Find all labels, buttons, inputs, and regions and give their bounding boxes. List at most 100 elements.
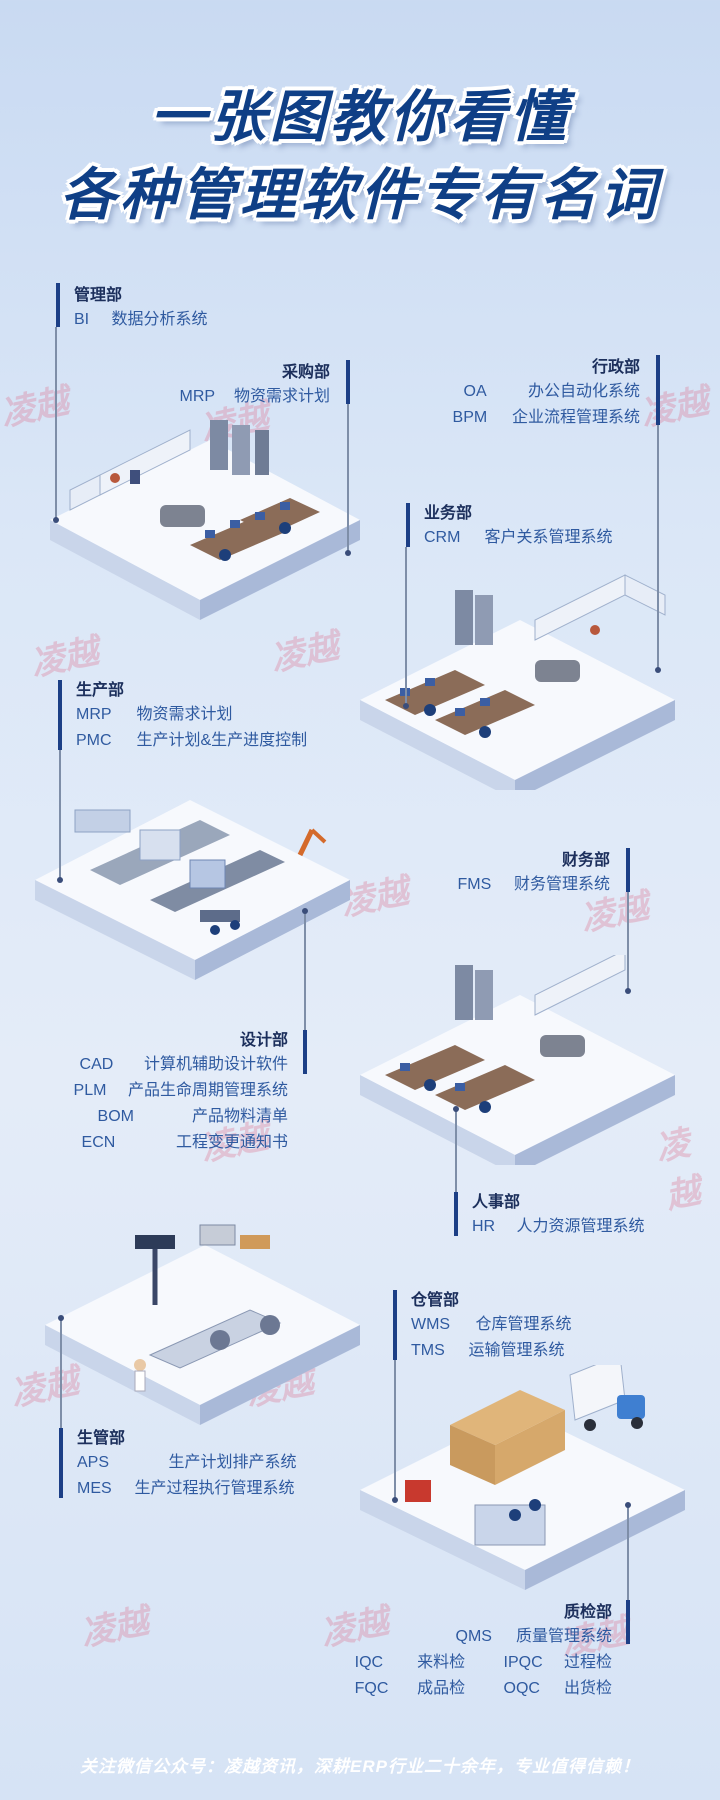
page-title-line-1: 一张图教你看懂: [150, 85, 570, 150]
dept-name: 采购部: [281, 364, 330, 381]
system-abbr: OQC: [503, 1680, 540, 1697]
dept-name: 生管部: [77, 1430, 126, 1447]
system-desc: 生产计划排产系统: [168, 1454, 297, 1471]
system-abbr: WMS: [411, 1316, 451, 1333]
connector-dot: [53, 517, 59, 523]
system-item: APS 生产计划排产系统: [77, 1450, 296, 1476]
dept-name: 设计部: [239, 1032, 288, 1049]
system-item: ECN 工程变更通知书: [40, 1130, 288, 1156]
system-item: PMC 生产计划&生产进度控制: [76, 728, 307, 754]
dept-name: 行政部: [591, 359, 640, 376]
dept-shengchan: 生产部 MRP 物资需求计划 PMC 生产计划&生产进度控制: [76, 680, 307, 754]
accent-bar: [393, 1290, 397, 1360]
system-item: BOM 产品物料清单: [40, 1104, 288, 1130]
connector-line: [394, 1360, 396, 1500]
system-abbr: OA: [463, 383, 487, 400]
system-item: FQC 成品检 OQC 出货检: [340, 1676, 612, 1702]
system-item: TMS 运输管理系统: [411, 1338, 571, 1364]
system-item: MRP 物资需求计划: [160, 384, 330, 410]
robot-lab-illustration: [45, 1224, 360, 1425]
dept-zhijian: 质检部 QMS 质量管理系统 IQC 来料检 IPQC 过程检 FQC 成品检 …: [340, 1602, 612, 1702]
system-item: MRP 物资需求计划: [76, 702, 307, 728]
system-desc: 企业流程管理系统: [511, 409, 640, 426]
system-abbr: APS: [77, 1454, 110, 1471]
system-desc: 产品生命周期管理系统: [127, 1082, 288, 1099]
connector-dot: [625, 1502, 631, 1508]
system-abbr: ECN: [81, 1134, 116, 1151]
connector-dot: [655, 667, 661, 673]
system-desc: 成品检: [417, 1680, 466, 1697]
system-desc: 产品物料清单: [191, 1108, 288, 1125]
office-scene-illustration: [50, 420, 360, 620]
system-desc: 计算机辅助设计软件: [143, 1056, 288, 1073]
system-desc: 客户关系管理系统: [484, 529, 613, 546]
system-item: BPM 企业流程管理系统: [440, 405, 640, 431]
connector-dot: [453, 1106, 459, 1112]
system-desc: 质量管理系统: [515, 1628, 612, 1645]
system-item: BI 数据分析系统: [74, 307, 207, 333]
connector-dot: [57, 877, 63, 883]
system-abbr: IQC: [354, 1654, 384, 1671]
office-scene-illustration: [360, 955, 675, 1165]
connector-line: [59, 750, 61, 880]
system-abbr: HR: [472, 1218, 496, 1235]
system-abbr: BOM: [97, 1108, 134, 1125]
watermark: 凌越: [77, 1601, 153, 1655]
connector-dot: [58, 1315, 64, 1321]
system-abbr: QMS: [455, 1628, 492, 1645]
connector-dot: [403, 703, 409, 709]
system-desc: 过程检: [563, 1654, 612, 1671]
system-abbr: MRP: [179, 388, 216, 405]
system-item: PLM 产品生命周期管理系统: [40, 1078, 288, 1104]
dept-renshi: 人事部 HR 人力资源管理系统: [472, 1192, 644, 1240]
system-item: CAD 计算机辅助设计软件: [40, 1052, 288, 1078]
accent-bar: [56, 283, 60, 327]
system-desc: 生产过程执行管理系统: [134, 1480, 295, 1497]
system-abbr: MES: [77, 1480, 112, 1497]
system-desc: 办公自动化系统: [527, 383, 640, 400]
connector-line: [657, 425, 659, 670]
system-desc: 运输管理系统: [468, 1342, 565, 1359]
connector-line: [405, 547, 407, 707]
system-item: OA 办公自动化系统: [440, 379, 640, 405]
dept-name: 仓管部: [411, 1292, 460, 1309]
dept-name: 管理部: [74, 287, 123, 304]
warehouse-illustration: [360, 1365, 685, 1590]
connector-dot: [625, 988, 631, 994]
accent-bar: [626, 848, 630, 892]
system-item: CRM 客户关系管理系统: [424, 525, 612, 551]
connector-dot: [345, 550, 351, 556]
dept-xingzheng: 行政部 OA 办公自动化系统 BPM 企业流程管理系统: [440, 357, 640, 431]
accent-bar: [406, 503, 410, 547]
accent-bar: [626, 1600, 630, 1644]
dept-name: 财务部: [561, 852, 610, 869]
system-item: HR 人力资源管理系统: [472, 1214, 644, 1240]
system-abbr: FMS: [457, 876, 492, 893]
dept-shengguan: 生管部 APS 生产计划排产系统 MES 生产过程执行管理系统: [77, 1428, 296, 1502]
connector-line: [347, 404, 349, 554]
accent-bar: [454, 1192, 458, 1236]
system-item: QMS 质量管理系统: [340, 1624, 612, 1650]
system-desc: 出货检: [563, 1680, 612, 1697]
system-abbr: TMS: [411, 1342, 445, 1359]
system-desc: 仓库管理系统: [475, 1316, 572, 1333]
dept-sheji: 设计部 CAD 计算机辅助设计软件 PLM 产品生命周期管理系统 BOM 产品物…: [40, 1030, 288, 1156]
accent-bar: [58, 680, 62, 750]
connector-line: [304, 910, 306, 1030]
system-abbr: IPQC: [503, 1654, 543, 1671]
accent-bar: [303, 1030, 307, 1074]
connector-line: [455, 1110, 457, 1192]
dept-name: 业务部: [424, 505, 473, 522]
system-abbr: PLM: [73, 1082, 107, 1099]
production-line-illustration: [35, 800, 350, 980]
system-abbr: BPM: [452, 409, 488, 426]
system-desc: 生产计划&生产进度控制: [136, 732, 308, 749]
system-desc: 财务管理系统: [513, 876, 610, 893]
system-abbr: FQC: [354, 1680, 389, 1697]
office-scene-illustration: [360, 574, 675, 790]
footer-note: 关注微信公众号：凌越资讯，深耕ERP行业二十余年，专业值得信赖！: [80, 1757, 640, 1776]
dept-yewu: 业务部 CRM 客户关系管理系统: [424, 503, 612, 551]
system-item: WMS 仓库管理系统: [411, 1312, 571, 1338]
page-title-line-2: 各种管理软件专有名词: [60, 163, 660, 228]
accent-bar: [59, 1428, 63, 1498]
